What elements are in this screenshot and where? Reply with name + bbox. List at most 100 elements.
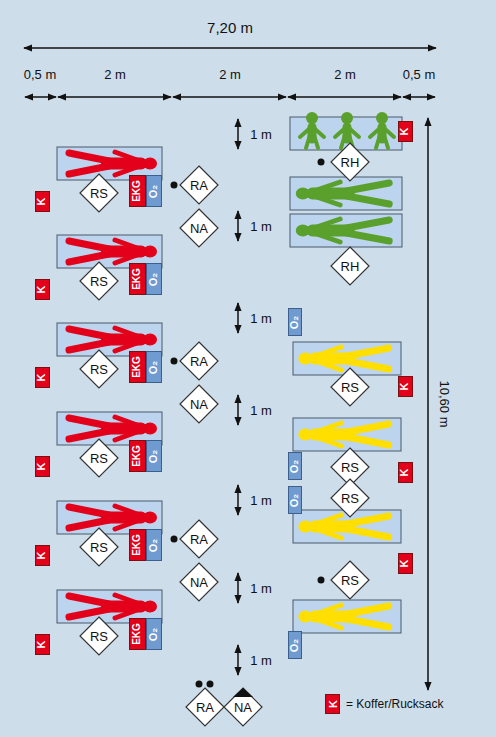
- staff-diamond: RS: [79, 616, 119, 656]
- staff-dot: [318, 159, 325, 166]
- lying-patient: [69, 328, 157, 351]
- staff-dot: [171, 358, 178, 365]
- node-label: RS: [341, 492, 359, 505]
- stretcher: [290, 214, 402, 247]
- oxygen-box: O₂: [288, 452, 302, 480]
- node-label: RS: [90, 363, 108, 376]
- dimension-label: 10,60 m: [438, 381, 451, 428]
- node-label: K: [399, 127, 410, 135]
- node-label: O₂: [290, 493, 301, 506]
- staff-diamond: NA: [179, 208, 219, 248]
- node-label: RS: [341, 381, 359, 394]
- dimension-label: 1 m: [250, 494, 272, 507]
- dimension-arrow: [403, 96, 435, 98]
- node-label: EKG: [132, 180, 142, 202]
- node-label: RA: [190, 355, 208, 368]
- stretcher: [293, 342, 401, 375]
- node-label: RS: [90, 187, 108, 200]
- node-label: RS: [341, 574, 359, 587]
- staff-diamond: NA: [179, 562, 219, 602]
- seated-patient: [335, 112, 359, 148]
- staff-diamond: RA: [179, 519, 219, 559]
- case-box: K: [35, 456, 50, 477]
- staff-diamond: RS: [330, 367, 370, 407]
- case-box: K: [398, 553, 413, 574]
- ecg-box: EKG: [129, 440, 146, 472]
- node-label: K: [399, 559, 410, 567]
- staff-dot: [171, 182, 178, 189]
- node-label: O₂: [148, 538, 159, 551]
- case-box: K: [35, 367, 50, 388]
- staff-diamond: RS: [330, 478, 370, 518]
- node-label: NA: [234, 701, 252, 714]
- lying-patient: [69, 152, 157, 175]
- ecg-box: EKG: [129, 351, 146, 383]
- case-box: K: [398, 121, 413, 142]
- dimension-label: 2 m: [104, 68, 126, 81]
- node-label: RS: [341, 461, 359, 474]
- oxygen-box: O₂: [146, 175, 162, 207]
- staff-diamond: RS: [79, 261, 119, 301]
- dimension-label: 1 m: [250, 582, 272, 595]
- dimension-label: 1 m: [250, 654, 272, 667]
- oxygen-box: O₂: [146, 351, 162, 383]
- oxygen-box: O₂: [288, 486, 302, 514]
- case-box: K: [398, 462, 413, 483]
- node-label: RS: [90, 275, 108, 288]
- staff-diamond: RA: [185, 687, 225, 727]
- node-label: K: [36, 285, 47, 293]
- oxygen-box: O₂: [146, 263, 162, 295]
- node-label: NA: [190, 222, 208, 235]
- stretcher: [293, 600, 401, 633]
- dimension-label: 2 m: [334, 68, 356, 81]
- node-label: EKG: [132, 623, 142, 645]
- legend-key-letter: K: [327, 700, 338, 708]
- staff-diamond: NA: [223, 687, 263, 727]
- staff-diamond: RS: [79, 438, 119, 478]
- dimension-arrow: [237, 303, 239, 333]
- node-label: RH: [341, 156, 360, 169]
- node-label: O₂: [148, 272, 159, 285]
- lying-patient: [298, 423, 388, 446]
- node-label: K: [36, 197, 47, 205]
- seated-patient: [370, 112, 394, 148]
- oxygen-box: O₂: [146, 529, 162, 561]
- dimension-label: 1 m: [250, 128, 272, 141]
- ecg-box: EKG: [129, 263, 146, 295]
- dimension-label: 0,5 m: [24, 68, 57, 81]
- staff-diamond: RA: [179, 165, 219, 205]
- ecg-box: EKG: [129, 529, 146, 561]
- case-box: K: [398, 376, 413, 397]
- dimension-label: 2 m: [219, 68, 241, 81]
- dimension-label: 1 m: [250, 312, 272, 325]
- staff-diamond: RS: [330, 560, 370, 600]
- node-label: EKG: [132, 268, 142, 290]
- oxygen-box: O₂: [146, 618, 162, 650]
- node-label: O₂: [290, 315, 301, 328]
- lying-patient: [298, 347, 388, 370]
- dimension-arrow: [25, 96, 56, 98]
- node-label: K: [36, 373, 47, 381]
- legend-text: = Koffer/Rucksack: [346, 698, 444, 710]
- node-label: O₂: [148, 184, 159, 197]
- node-label: RS: [90, 630, 108, 643]
- case-box: K: [35, 279, 50, 300]
- staff-diamond: RH: [330, 246, 370, 286]
- case-box: K: [35, 634, 50, 655]
- lying-patient: [69, 595, 157, 618]
- node-label: RA: [190, 533, 208, 546]
- staff-diamond: RS: [79, 349, 119, 389]
- lying-patient: [69, 240, 157, 263]
- lying-patient: [69, 417, 157, 440]
- dimension-arrow: [58, 96, 171, 98]
- node-label: O₂: [290, 638, 301, 651]
- dimension-label: 0,5 m: [403, 68, 436, 81]
- node-label: EKG: [132, 534, 142, 556]
- stretcher: [290, 177, 402, 210]
- staff-dot: [207, 681, 214, 688]
- staff-diamond: RS: [79, 527, 119, 567]
- node-label: EKG: [132, 356, 142, 378]
- dimension-arrow: [237, 485, 239, 515]
